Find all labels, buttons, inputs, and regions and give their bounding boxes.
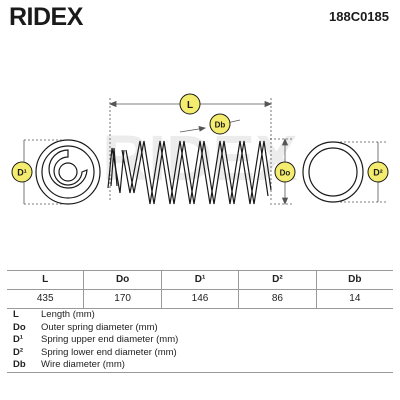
value-wire: 14 [349,293,361,304]
badge-lower-label: D² [373,168,383,178]
badge-wire-label: Db [215,121,226,130]
spec-table-header: L Do D¹ D² Db [7,270,393,290]
spec-table-values: 435 170 146 86 14 [7,290,393,309]
value-lower: 86 [239,290,317,308]
spring-drawing: RIDEX [11,93,389,206]
badge-outer-label: Do [280,169,291,178]
legend-item: L Length (mm) [13,309,393,322]
badge-wire: Db [209,113,231,135]
spec-table: L Do D¹ D² Db 435 170 146 86 14 [7,270,393,309]
legend: L Length (mm) Do Outer spring diameter (… [13,309,393,372]
legend-description: Spring lower end diameter (mm) [41,346,177,358]
legend-item: D² Spring lower end diameter (mm) [13,347,393,360]
legend-symbol: D² [13,346,24,358]
header-length: L [7,271,85,289]
value-outer: 170 [84,290,162,308]
badge-upper: D¹ [11,161,33,183]
header-outer: Do [84,271,162,289]
badge-lower: D² [367,161,389,183]
brand-logo: RIDEX [9,3,83,31]
badge-upper-label: D¹ [17,168,27,178]
header-lower: D² [239,271,317,289]
legend-item: Db Wire diameter (mm) [13,359,393,372]
lower-end-view [302,141,364,203]
header-wire: Db [348,274,362,285]
legend-description: Spring upper end diameter (mm) [41,334,179,345]
upper-end-view [35,139,101,205]
legend-description: Wire diameter (mm) [41,359,125,370]
header-upper: D¹ [162,271,240,289]
header: RIDEX 188C0185 [0,0,400,36]
badge-outer: Do [274,161,296,183]
value-upper: 146 [162,290,240,308]
badge-length-label: L [187,100,193,111]
legend-item: D¹ Spring upper end diameter (mm) [13,334,393,347]
legend-description: Length (mm) [41,309,95,320]
legend-symbol: D¹ [13,334,24,345]
legend-symbol: Do [13,321,26,333]
badge-length: L [179,93,201,115]
legend-description: Outer spring diameter (mm) [41,321,158,333]
legend-item: Do Outer spring diameter (mm) [13,322,393,335]
legend-symbol: Db [13,359,26,370]
bottom-divider [7,372,393,373]
legend-symbol: L [13,309,19,320]
spring-side-view [107,140,272,205]
value-length: 435 [7,290,85,308]
part-number: 188C0185 [329,9,389,24]
